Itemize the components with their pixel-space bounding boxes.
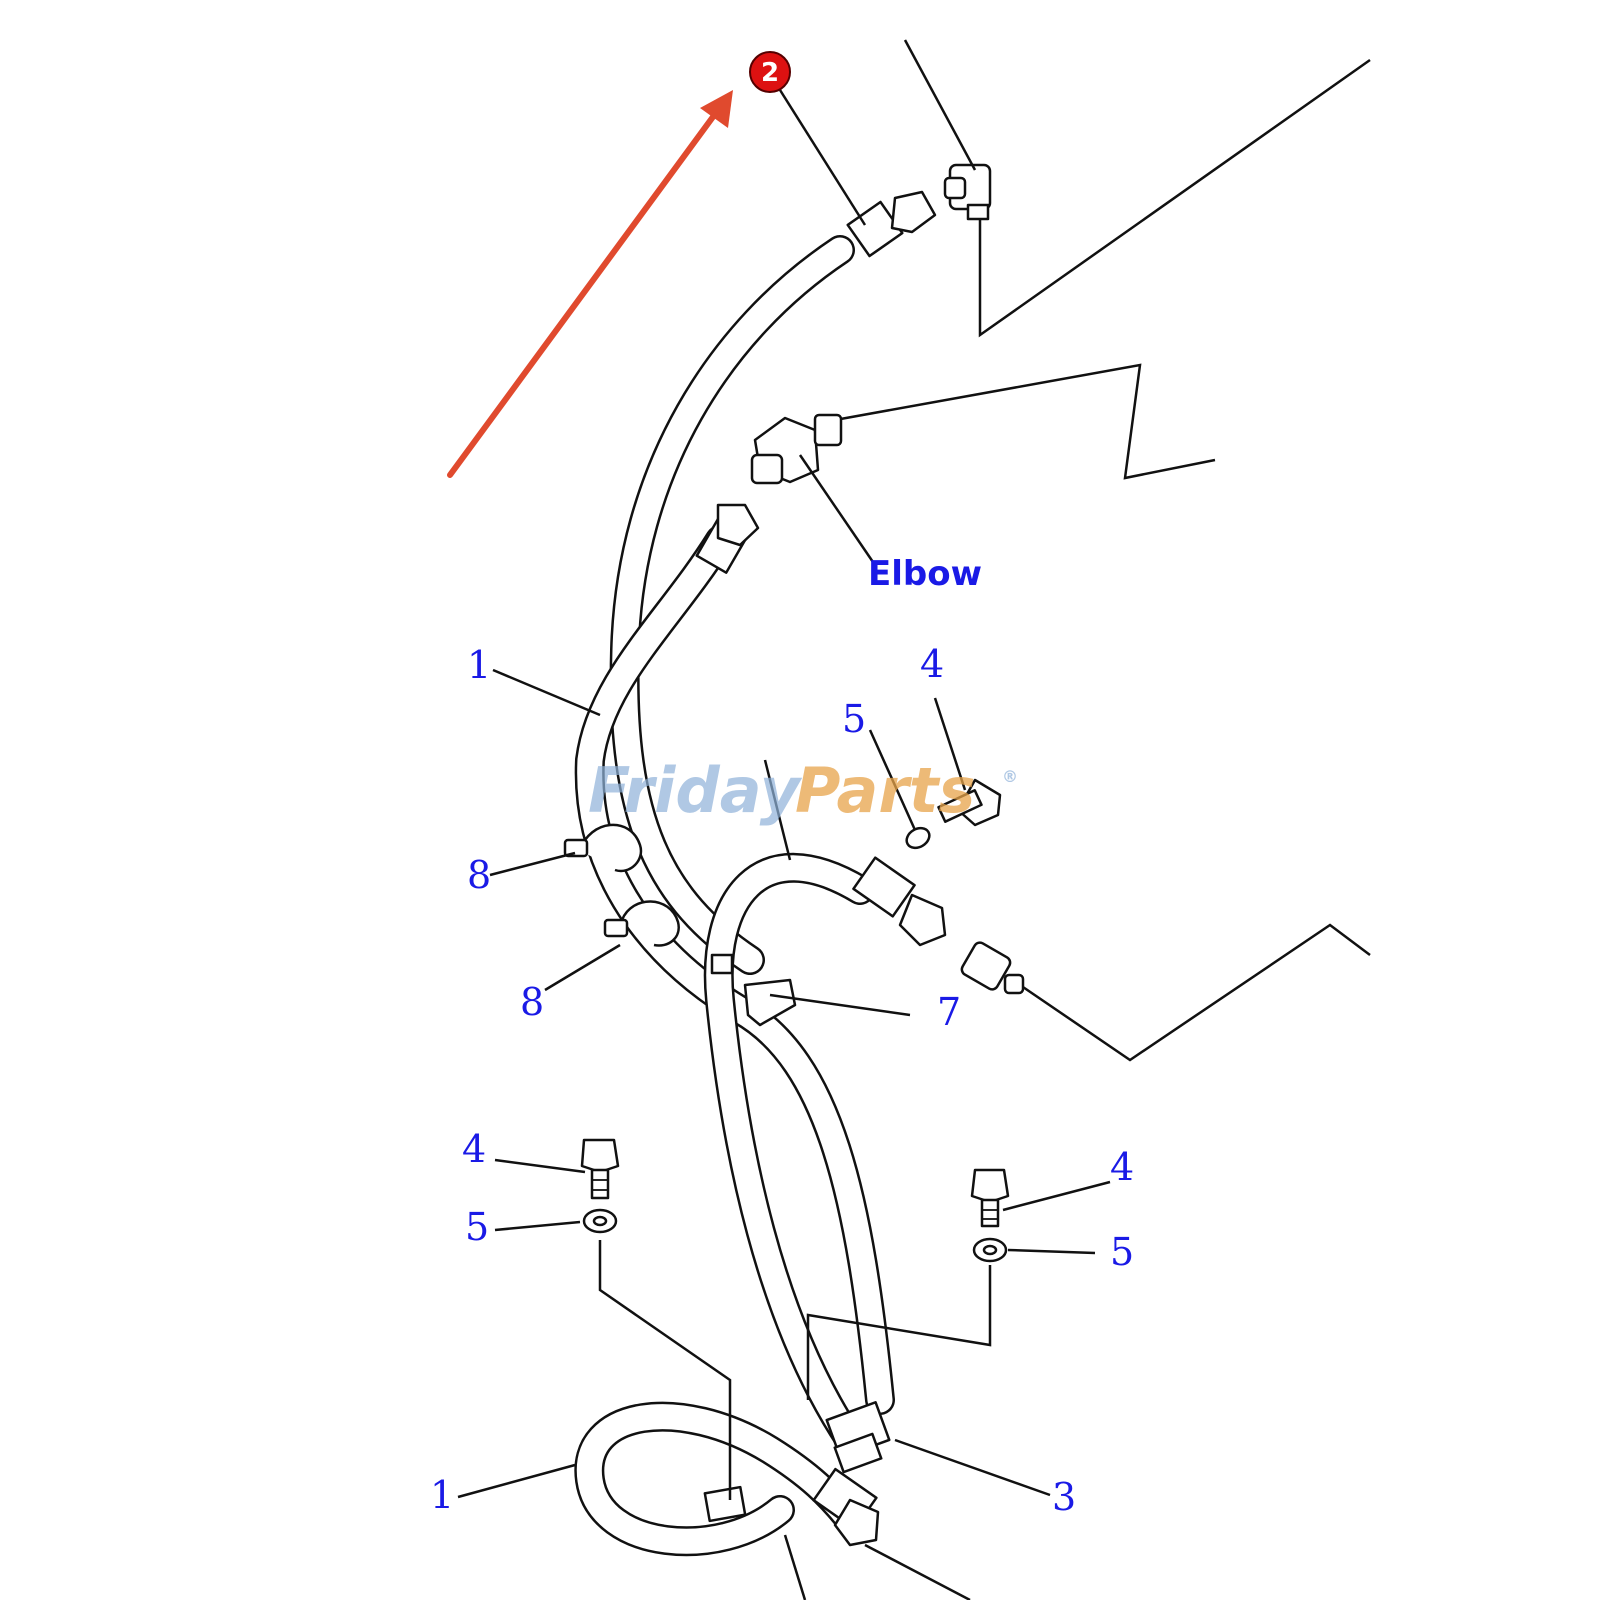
callout-4-upper: 4	[920, 642, 944, 686]
washer-5-right	[972, 1237, 1008, 1263]
watermark-logo: Friday Parts ®	[588, 754, 1018, 827]
fitting-hose-2-top	[846, 190, 937, 258]
callout-8-upper: 8	[467, 853, 491, 897]
callout-4-right: 4	[1110, 1145, 1134, 1189]
callout-5-right: 5	[1110, 1230, 1134, 1274]
fitting-hose-3-bottom	[825, 1401, 891, 1474]
leader-lines	[457, 39, 1111, 1600]
frame-outline-top	[978, 58, 1371, 338]
callout-1-upper: 1	[467, 643, 491, 687]
bolt-4-right	[970, 1168, 1010, 1228]
frame-outline-middle	[834, 363, 1216, 480]
badge-number: 2	[761, 58, 779, 88]
callout-8-lower: 8	[520, 980, 544, 1024]
bracket-7	[710, 953, 797, 1027]
hose-1-upper	[577, 527, 893, 1413]
elbow-fitting-top	[943, 163, 992, 221]
bracket-lower	[703, 1485, 747, 1523]
watermark-part1: Friday	[588, 754, 803, 827]
bolt-4-left	[580, 1138, 620, 1200]
washer-5-left	[582, 1208, 618, 1234]
clamp-8-upper	[563, 823, 643, 873]
callout-5-left: 5	[465, 1205, 489, 1249]
hose-2	[612, 237, 853, 973]
label-elbow: Elbow	[868, 554, 982, 594]
callout-1-lower: 1	[430, 1473, 454, 1517]
part-2-badge: 2	[749, 51, 791, 93]
callout-7: 7	[937, 990, 961, 1034]
connector-right	[960, 941, 1025, 995]
frame-outline-right	[1019, 923, 1371, 1062]
hose-1-lower	[576, 1404, 863, 1554]
fitting-hose-7-right	[852, 856, 947, 947]
hose-7	[706, 855, 873, 1453]
watermark-part2: Parts	[795, 754, 975, 827]
callout-5-upper: 5	[842, 697, 866, 741]
clamp-8-lower	[603, 900, 680, 947]
callout-3: 3	[1052, 1475, 1076, 1519]
red-arrow	[447, 90, 733, 478]
fitting-hose-1-top	[695, 503, 760, 574]
elbow-fitting-middle	[750, 413, 843, 485]
fitting-hose-1-bottom	[812, 1467, 880, 1547]
washer-5-upper	[905, 826, 931, 850]
callout-4-left: 4	[462, 1127, 486, 1171]
watermark-mark: ®	[1002, 767, 1018, 786]
bolt-4-upper	[937, 778, 1002, 827]
